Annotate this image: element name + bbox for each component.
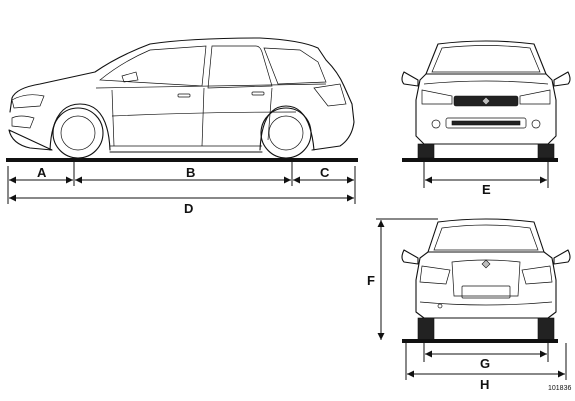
reference-code: 101836: [548, 385, 571, 392]
front-view-car: [401, 40, 571, 159]
dimension-label-d: D: [184, 201, 193, 216]
side-view-ground-line: [6, 158, 358, 162]
dimension-label-b: B: [186, 165, 195, 180]
dimension-label-g: G: [480, 356, 490, 371]
rear-dimension-lines: [376, 218, 567, 380]
rear-view-ground-line: [402, 339, 558, 343]
dimension-label-a: A: [37, 165, 47, 180]
front-dimension-lines: [423, 162, 549, 188]
side-view-car: [8, 37, 355, 159]
dimension-label-c: C: [320, 165, 330, 180]
dimension-label-h: H: [480, 377, 489, 392]
rear-view-car: [401, 218, 571, 341]
side-dimension-lines: [7, 162, 356, 204]
front-view-ground-line: [402, 158, 558, 162]
dimension-label-e: E: [482, 182, 491, 197]
dimension-label-f: F: [367, 273, 375, 288]
